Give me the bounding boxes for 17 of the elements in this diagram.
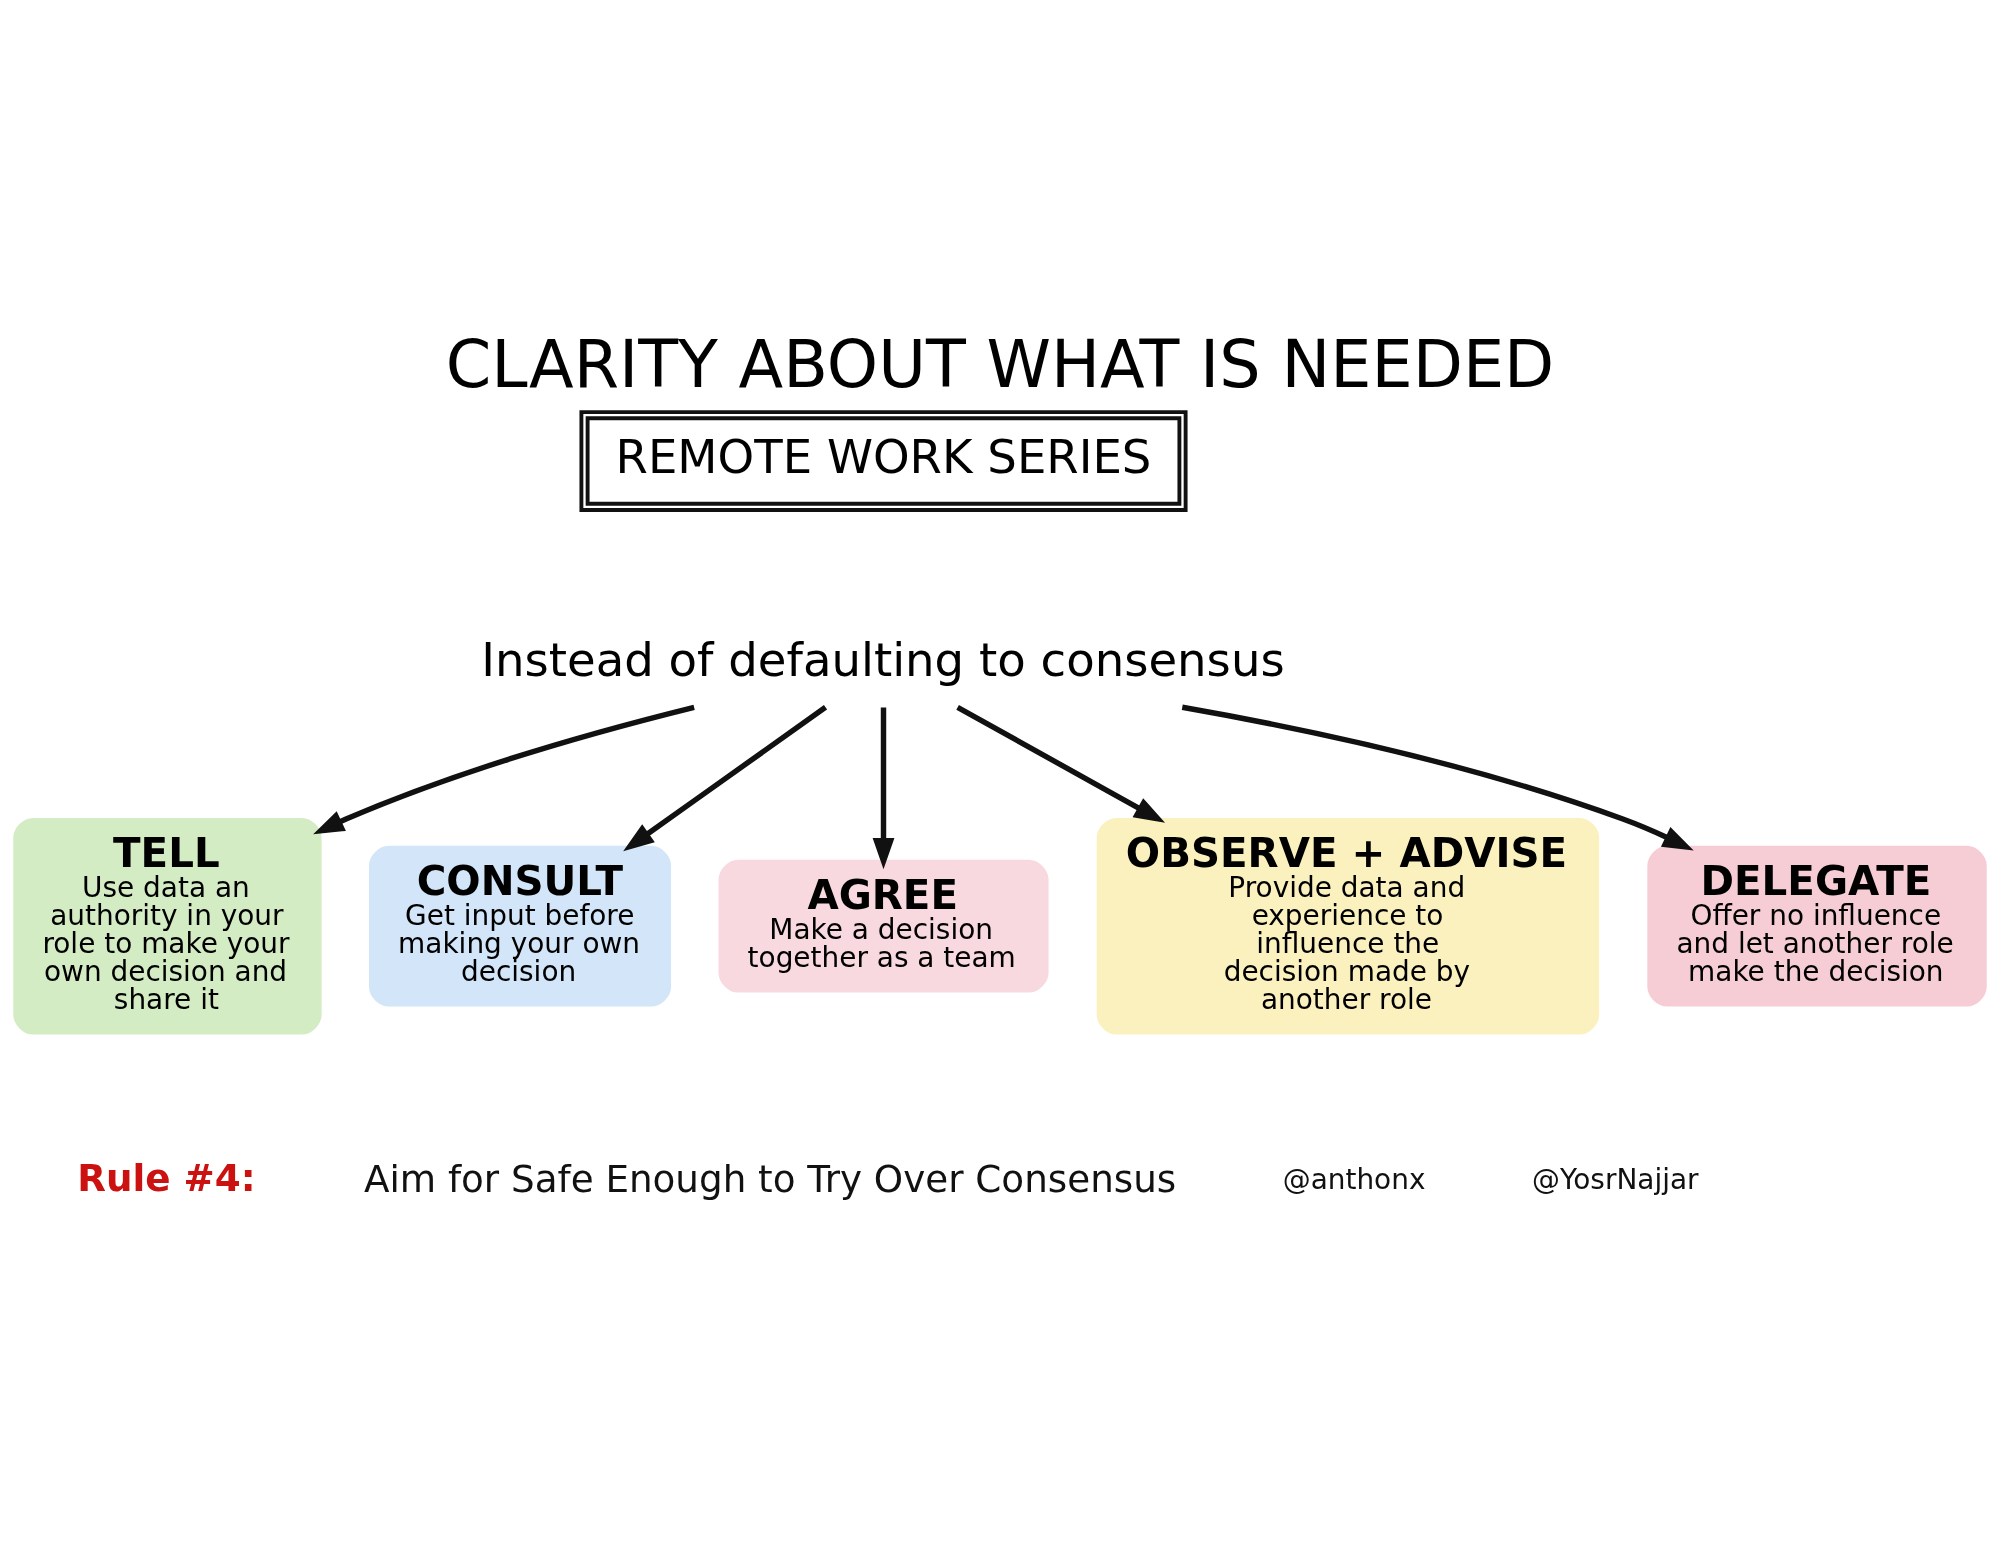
node-text: Instead of defaulting to consensus (481, 633, 1285, 688)
label: @anthonx (1282, 1163, 1426, 1197)
arrow (313, 704, 695, 835)
arrow (1181, 704, 1694, 851)
node-box: REMOTE WORK SERIES (579, 410, 1188, 512)
node-box: AGREE Make a decision together as a team (718, 859, 1049, 993)
arrow (956, 704, 1166, 823)
arrow (872, 707, 895, 870)
diagram-title: CLARITY ABOUT WHAT IS NEEDED (445, 325, 1555, 402)
arrow (623, 705, 828, 852)
label: Aim for Safe Enough to Try Over Consensus (363, 1157, 1177, 1202)
label: @YosrNajjar (1531, 1163, 1699, 1197)
node-box: OBSERVE + ADVISE Provide data and experience to influence the decision made by another role (1096, 817, 1600, 1035)
node-box: DELEGATE Offer no influence and let another role make the decision (1647, 845, 1987, 1007)
node-box: TELL Use data an authority in your role to make your own decision and share it (13, 817, 322, 1035)
node-box: CONSULT Get input before making your own decision (369, 845, 672, 1007)
label: Rule #4: (77, 1155, 256, 1200)
